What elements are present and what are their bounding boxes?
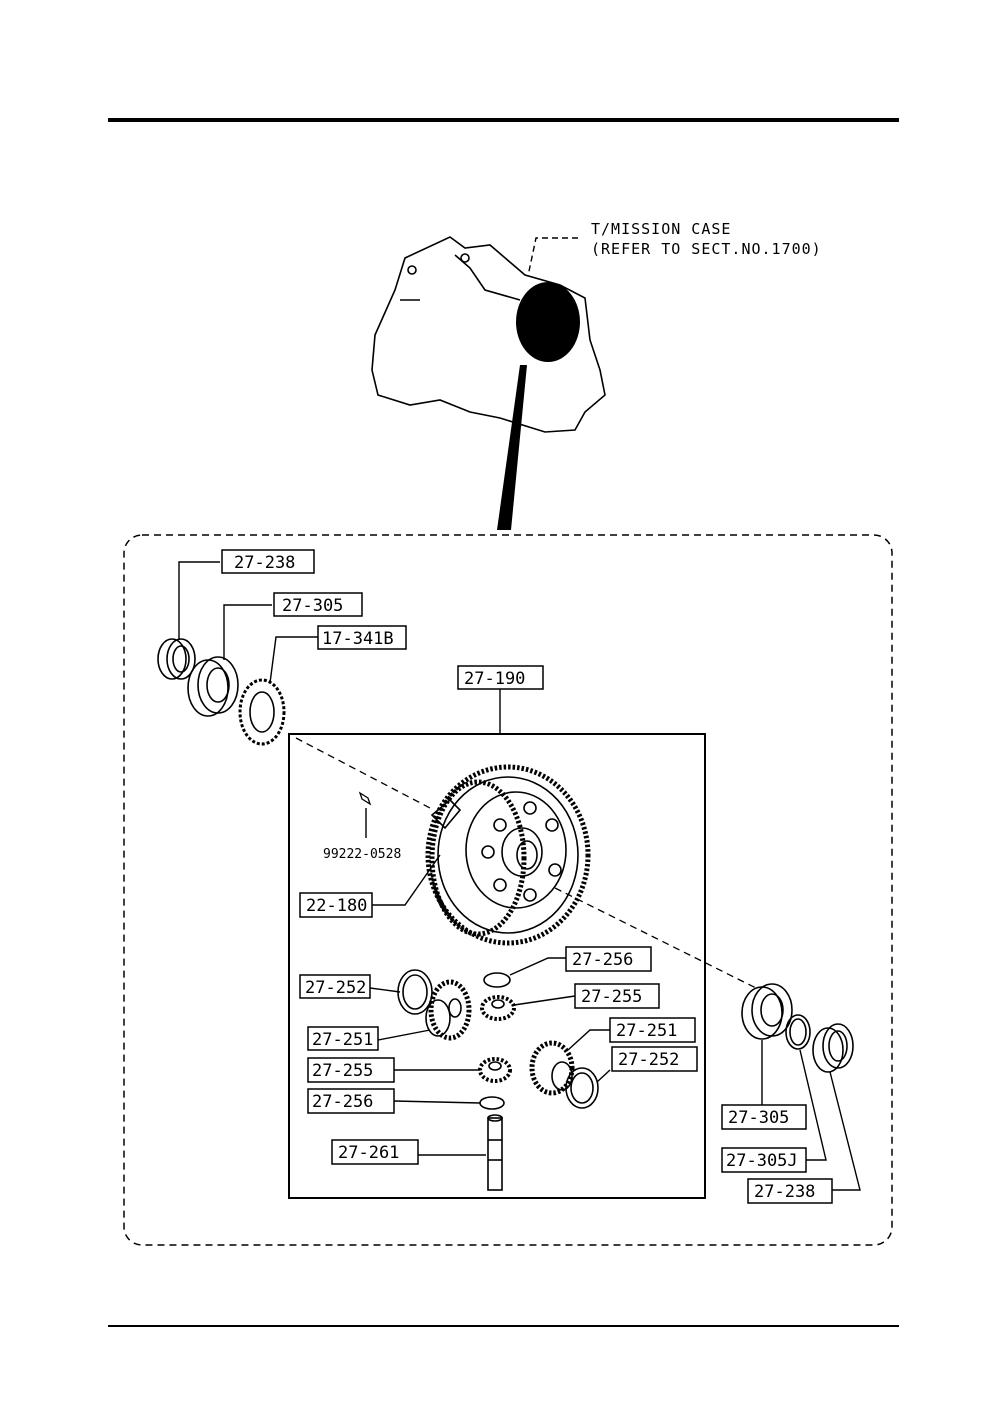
washer-pinion-upper-icon — [483, 972, 511, 988]
label-side-gear-right: 27-251 — [616, 1021, 677, 1041]
leader-shim-right — [799, 1049, 827, 1161]
label-speedo-gear: 17-341B — [322, 629, 394, 649]
axis-line — [295, 737, 761, 991]
leader-bearing-race-left — [178, 561, 220, 640]
label-box-shim-right — [721, 1147, 807, 1173]
label-side-gear-left: 27-251 — [312, 1030, 373, 1050]
label-pinion-upper: 27-255 — [581, 987, 642, 1007]
case-note-line1: T/MISSION CASE — [591, 220, 731, 238]
label-box-bearing-race-right — [747, 1178, 833, 1204]
label-box-side-gear-right — [609, 1017, 696, 1043]
label-box-washer-side-right — [611, 1046, 698, 1072]
label-box-washer-side-left — [299, 974, 371, 999]
label-box-pinion-shaft — [331, 1139, 419, 1165]
leader-bearing-left — [223, 604, 272, 660]
top-rule — [108, 118, 899, 122]
case-note-line2: (REFER TO SECT.NO.1700) — [591, 240, 822, 258]
label-box-washer-pinion-upper — [565, 946, 652, 972]
ring-gear-icon — [425, 764, 591, 946]
label-box-washer-pinion-lower — [307, 1088, 395, 1114]
washer-pinion-lower-icon — [479, 1096, 505, 1110]
leader-ring-gear — [372, 854, 441, 906]
label-pinion-lower: 27-255 — [312, 1061, 373, 1081]
leader-pinion-upper — [513, 995, 576, 1006]
leader-washer-side-right — [596, 1069, 611, 1083]
label-box-bearing-left — [273, 592, 363, 617]
leader-bearing-race-right — [829, 1071, 861, 1191]
side-gear-left-icon — [425, 979, 472, 1041]
differential-location-marker — [516, 282, 580, 362]
washer-side-right-icon — [565, 1067, 599, 1109]
label-box-bearing-right — [721, 1104, 807, 1130]
leader-speedo-gear — [269, 636, 318, 684]
label-washer-pinion-lower: 27-256 — [312, 1092, 373, 1112]
label-bearing-right: 27-305 — [728, 1108, 789, 1128]
label-ring-gear: 22-180 — [306, 896, 367, 916]
label-box-pinion-upper — [574, 983, 660, 1009]
case-note-leader — [527, 237, 578, 277]
label-bearing-left: 27-305 — [282, 596, 343, 616]
leader-washer-pinion-lower — [393, 1100, 481, 1104]
label-box-speedo-gear — [317, 625, 407, 650]
label-box-pinion-lower — [307, 1057, 395, 1083]
leader-washer-pinion-upper — [509, 957, 566, 976]
transmission-case — [371, 236, 606, 433]
label-box-ring-gear — [299, 892, 373, 918]
label-pinion-shaft: 27-261 — [338, 1143, 399, 1163]
label-washer-pinion-upper: 27-256 — [572, 950, 633, 970]
shim-right-icon — [785, 1014, 811, 1050]
kit-boundary — [123, 534, 893, 1246]
label-washer-side-right: 27-252 — [618, 1050, 679, 1070]
leader-side-gear-right — [567, 1029, 610, 1051]
bearing-left-icon — [187, 656, 239, 717]
label-pin: 99222-0528 — [323, 847, 401, 862]
case-pointer-band — [497, 365, 527, 530]
bottom-rule — [108, 1325, 899, 1327]
label-box-side-gear-left — [307, 1026, 379, 1051]
diff-assembly-box — [288, 733, 706, 1199]
label-bearing-race-right: 27-238 — [754, 1182, 815, 1202]
bearing-race-right-icon — [812, 1023, 854, 1073]
side-gear-right-icon — [529, 1040, 575, 1096]
label-bearing-race-left: 27-238 — [234, 553, 295, 573]
leader-side-gear-left — [377, 1029, 431, 1041]
speedo-gear-icon — [238, 678, 286, 746]
bearing-race-left-icon — [157, 638, 196, 680]
pinion-lower-icon — [478, 1057, 512, 1083]
label-box-bearing-race-left — [221, 549, 315, 574]
label-shim-right: 27-305J — [726, 1151, 798, 1171]
pin-icon — [358, 791, 372, 806]
pinion-shaft-icon — [487, 1114, 503, 1191]
leader-washer-side-left — [369, 987, 401, 993]
label-washer-side-left: 27-252 — [305, 978, 366, 998]
washer-side-left-icon — [397, 969, 433, 1015]
pinion-upper-icon — [480, 995, 516, 1021]
bearing-right-icon — [741, 983, 793, 1040]
label-diff-assembly: 27-190 — [464, 669, 525, 689]
